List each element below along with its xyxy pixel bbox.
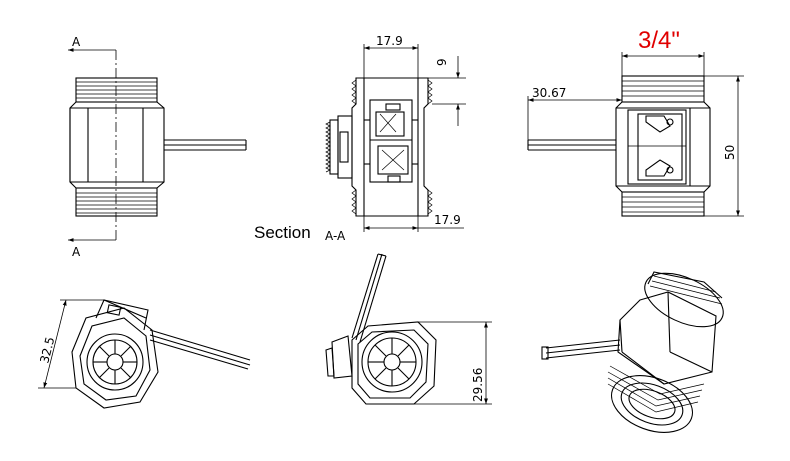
front-bottom-thread <box>75 187 158 217</box>
section-label-bottom: A <box>72 245 81 259</box>
section-caption: Section <box>254 223 311 242</box>
dim-wire-length-label: 30.67 <box>532 86 566 100</box>
dim-iso-left: 32.5 <box>37 299 104 389</box>
dim-iso-mid-label: 29.56 <box>471 368 485 402</box>
iso-view-right <box>541 271 724 433</box>
iso-view-left: 32.5 <box>37 299 251 409</box>
side-view: 3/4" 30.67 50 <box>527 27 744 217</box>
section-caption-suffix: A-A <box>325 229 346 243</box>
iso-view-middle: 29.56 <box>325 253 492 405</box>
dim-height-label: 50 <box>723 145 737 160</box>
dim-top-width-label: 17.9 <box>376 34 403 48</box>
dim-iso-mid: 29.56 <box>414 321 492 405</box>
front-view: A A <box>68 35 247 259</box>
dim-bottom-width-label: 17.9 <box>434 213 461 227</box>
dim-thread-size: 3/4" <box>621 27 705 76</box>
section-thread-teeth <box>351 79 433 215</box>
dim-depth-label: 9 <box>435 58 449 66</box>
section-label-top: A <box>72 35 81 49</box>
dim-wire-length: 30.67 <box>527 86 622 140</box>
section-sensor-housing <box>325 115 353 179</box>
dim-depth: 9 <box>428 56 466 126</box>
dim-top-width: 17.9 <box>363 34 419 78</box>
front-top-thread <box>75 77 158 103</box>
dim-bottom-width: 17.9 <box>363 213 464 232</box>
dim-thread-size-label: 3/4" <box>638 27 680 54</box>
dim-height: 50 <box>704 75 744 217</box>
front-cable <box>164 139 247 151</box>
section-view: 17.9 9 17.9 Section A-A <box>254 34 466 243</box>
front-hex-body <box>69 101 165 189</box>
dim-iso-left-label: 32.5 <box>37 335 57 364</box>
section-rotor <box>364 99 418 183</box>
